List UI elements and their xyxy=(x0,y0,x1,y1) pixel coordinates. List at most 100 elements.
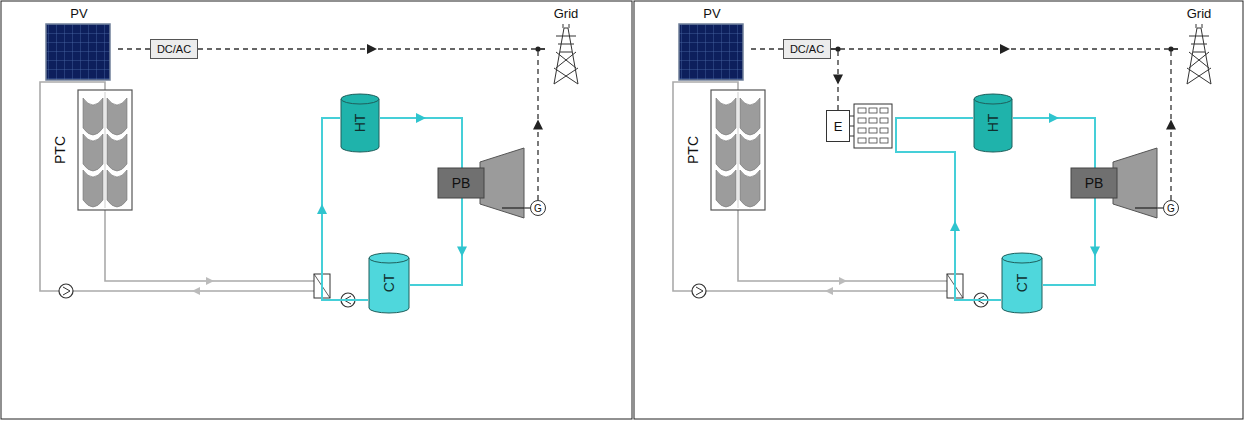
connector-line xyxy=(380,118,462,148)
arrow-head xyxy=(950,221,960,231)
junction-dot xyxy=(1168,46,1173,51)
connector-line xyxy=(410,218,462,285)
junction-dot xyxy=(835,46,840,51)
junction-dot xyxy=(535,46,540,51)
resistor-symbol xyxy=(880,108,888,113)
pv-panel: PV xyxy=(673,6,751,84)
label-holder: PTC xyxy=(678,90,708,210)
node-label: PV xyxy=(40,6,118,21)
connector xyxy=(1166,49,1179,200)
resistor-symbol xyxy=(858,138,866,143)
node-label: PB xyxy=(452,175,471,191)
ptc-loop xyxy=(673,82,947,291)
connector xyxy=(831,49,843,110)
inverter-box: DC/AC xyxy=(783,39,831,59)
resistor-symbol xyxy=(880,118,888,123)
arrow-head xyxy=(1049,113,1059,123)
label-holder: PB xyxy=(1071,168,1117,198)
ptc-collector: PTC xyxy=(45,90,135,210)
grid-tower: Grid xyxy=(546,6,586,84)
resistor-symbol xyxy=(869,108,877,113)
connector xyxy=(1013,113,1095,148)
generator-circle: G xyxy=(530,200,546,216)
flow-arrow xyxy=(825,287,833,295)
connector-line xyxy=(524,207,530,208)
node-label: PV xyxy=(673,6,751,21)
pump-symbol xyxy=(692,284,706,298)
arrow-head xyxy=(367,44,377,54)
resistor-symbol xyxy=(858,108,866,113)
arrow-head xyxy=(533,120,543,130)
grid-tower: Grid xyxy=(1179,6,1219,84)
node-label: PTC xyxy=(52,136,68,164)
turbine-icon xyxy=(438,148,524,218)
heater-symbol xyxy=(850,104,892,148)
connector xyxy=(410,218,467,285)
node-label: PTC xyxy=(685,136,701,164)
connector-line xyxy=(751,48,783,49)
label-holder: PB xyxy=(438,168,484,198)
pump-symbol xyxy=(59,284,73,298)
resistor-symbol xyxy=(858,128,866,133)
ptc-loop xyxy=(40,82,314,291)
power-block: PB xyxy=(438,148,524,218)
connector xyxy=(118,49,150,50)
connector xyxy=(1157,208,1163,209)
electric-heater-box: E xyxy=(826,110,850,142)
flow-arrow xyxy=(206,277,214,285)
storage-tank: CT xyxy=(1001,252,1043,314)
node-label: HT xyxy=(352,114,368,133)
node-label: G xyxy=(1167,203,1175,214)
arrow-head xyxy=(1166,120,1176,130)
resistor-symbol xyxy=(880,138,888,143)
panel-border xyxy=(634,1,1243,419)
ptc-collector: PTC xyxy=(678,90,768,210)
connector xyxy=(751,49,783,50)
connector-line xyxy=(1157,207,1163,208)
node-label: E xyxy=(834,119,843,134)
turbine-icon xyxy=(1071,148,1157,218)
node-label: DC/AC xyxy=(157,43,191,55)
arrow-head xyxy=(457,247,467,257)
connector xyxy=(524,208,530,209)
generator-circle: G xyxy=(1163,200,1179,216)
storage-tank: CT xyxy=(368,252,410,314)
connector-line xyxy=(1013,118,1095,148)
arrow-head xyxy=(1000,44,1010,54)
resistor-symbol xyxy=(869,118,877,123)
node-label: DC/AC xyxy=(790,43,824,55)
node-label: G xyxy=(534,203,542,214)
connector xyxy=(198,44,546,54)
arrow-head xyxy=(1090,247,1100,257)
flow-arrow xyxy=(839,277,847,285)
storage-tank: HT xyxy=(340,93,380,153)
inverter-box: DC/AC xyxy=(150,39,198,59)
arrow-head xyxy=(317,204,327,214)
node-label: CT xyxy=(1014,274,1030,293)
connector xyxy=(533,49,546,200)
arrow-head xyxy=(833,75,843,85)
resistor-symbol xyxy=(858,118,866,123)
connector-line xyxy=(118,48,150,49)
resistor-symbol xyxy=(869,128,877,133)
connector xyxy=(831,44,1179,54)
connector xyxy=(380,113,462,148)
connector xyxy=(1043,218,1100,285)
node-label: HT xyxy=(985,114,1001,133)
resistor-symbol xyxy=(869,138,877,143)
node-label: Grid xyxy=(546,6,586,21)
power-block: PB xyxy=(1071,148,1157,218)
label-holder: PTC xyxy=(45,90,75,210)
node-label: PB xyxy=(1085,175,1104,191)
pv-panel: PV xyxy=(40,6,118,84)
node-label: CT xyxy=(381,274,397,293)
flow-arrow xyxy=(192,287,200,295)
connector-line xyxy=(1043,218,1095,285)
panel-border xyxy=(1,1,632,419)
arrow-head xyxy=(416,113,426,123)
node-label: Grid xyxy=(1179,6,1219,21)
resistor-symbol xyxy=(880,128,888,133)
